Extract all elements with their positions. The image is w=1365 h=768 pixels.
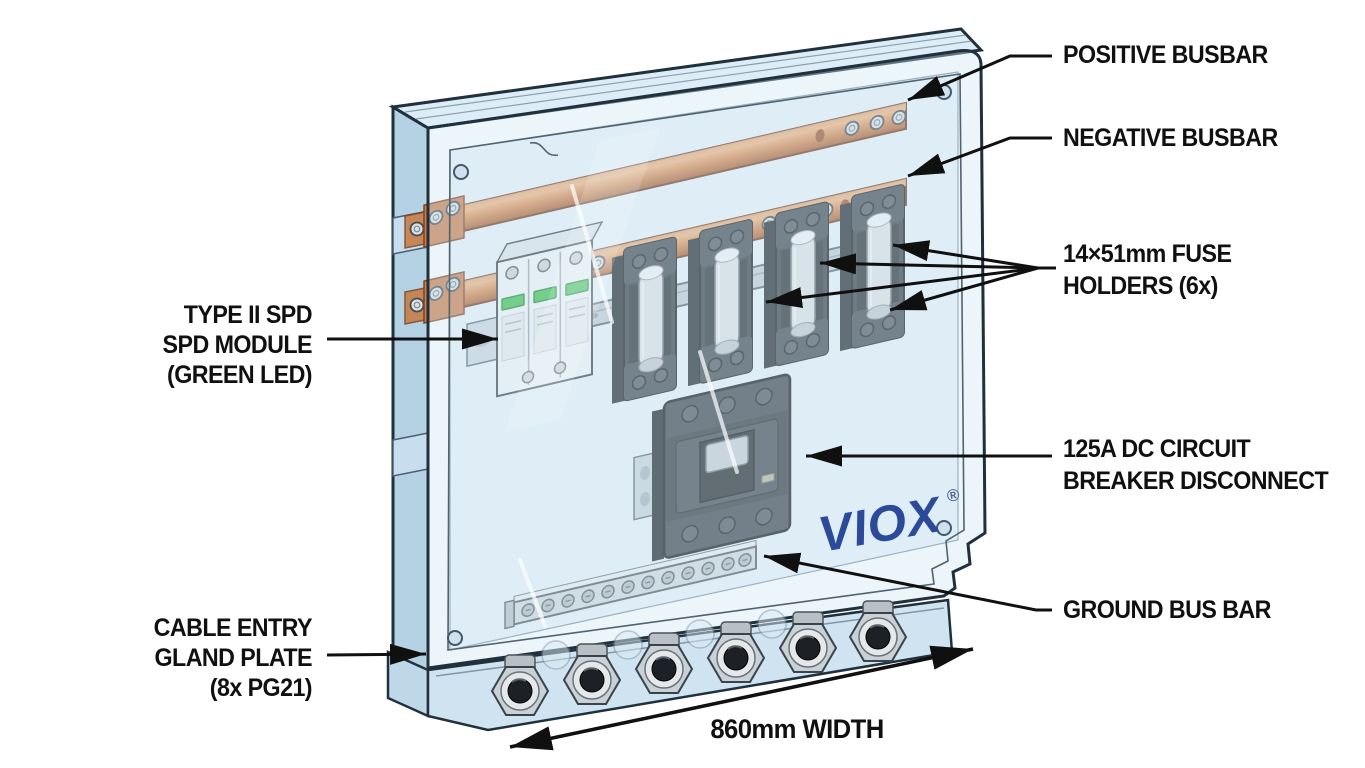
label-positive-busbar: POSITIVE BUSBAR: [1063, 39, 1268, 71]
label-line: BREAKER DISCONNECT: [1063, 467, 1329, 495]
label-fuse-holders: 14×51mm FUSE HOLDERS (6x): [1063, 238, 1232, 302]
ground-bus-bar: [504, 539, 757, 630]
label-negative-busbar: NEGATIVE BUSBAR: [1063, 122, 1278, 154]
enclosure-top-face: [388, 27, 985, 130]
label-line: CABLE ENTRY: [153, 614, 313, 642]
leader-fuse-2: [819, 253, 1039, 275]
lid-cutout-squiggle: [529, 141, 559, 157]
top-ridge-line: [415, 40, 973, 120]
label-line: NEGATIVE BUSBAR: [1063, 124, 1278, 152]
leader-negative-busbar: [907, 136, 1052, 178]
dimension-arrow: [509, 645, 974, 751]
leader-positive-busbar: [907, 54, 1052, 102]
transparent-lid: VIOX ®: [426, 49, 987, 670]
label-line: SPD MODULE: [162, 331, 313, 359]
label-circuit-breaker: 125A DC CIRCUIT BREAKER DISCONNECT: [1063, 433, 1329, 497]
enclosure-left-wall: [391, 104, 430, 693]
breaker-indicator: [761, 472, 775, 484]
label-width-dimension: 860mm WIDTH: [645, 714, 949, 744]
glass-sheen: [505, 128, 660, 432]
label-gland-plate: CABLE ENTRY GLAND PLATE (8x PG21): [22, 613, 313, 703]
label-line: (GREEN LED): [167, 361, 313, 389]
top-ridge-line: [404, 34, 967, 113]
lid-glass: [426, 49, 987, 670]
spd-module: [466, 220, 604, 398]
hinge-tab-lower: [392, 432, 429, 477]
spd-green-led: [565, 278, 589, 296]
leader-lines: [326, 54, 1056, 751]
label-line: GROUND BUS BAR: [1063, 596, 1271, 624]
label-ground-bus-bar: GROUND BUS BAR: [1063, 594, 1271, 626]
spd-green-led: [533, 286, 557, 304]
leader-fuse-4: [889, 266, 1039, 312]
label-line: GLAND PLATE: [154, 644, 313, 672]
positive-busbar: [423, 101, 907, 249]
glass-reflections: [518, 184, 739, 628]
leader-gland-plate: [326, 643, 427, 665]
label-line: HOLDERS (6x): [1063, 272, 1218, 300]
spd-green-led: [501, 293, 525, 311]
label-line: POSITIVE BUSBAR: [1063, 41, 1268, 69]
lid-gasket-line: [447, 73, 965, 651]
label-line: 125A DC CIRCUIT: [1063, 435, 1251, 463]
leader-fuse-1: [892, 240, 1039, 270]
leader-ground-bar: [763, 552, 1052, 612]
label-line: 860mm WIDTH: [710, 714, 884, 744]
label-spd-module: TYPE II SPD SPD MODULE (GREEN LED): [22, 300, 313, 390]
label-line: TYPE II SPD: [183, 301, 313, 329]
label-line: (8x PG21): [209, 674, 313, 702]
leader-fuse-3: [765, 266, 1039, 308]
label-line: 14×51mm FUSE: [1063, 240, 1232, 268]
interior-components: [423, 101, 907, 630]
brand-registered-mark: ®: [945, 485, 961, 506]
circuit-breaker: [633, 373, 792, 562]
